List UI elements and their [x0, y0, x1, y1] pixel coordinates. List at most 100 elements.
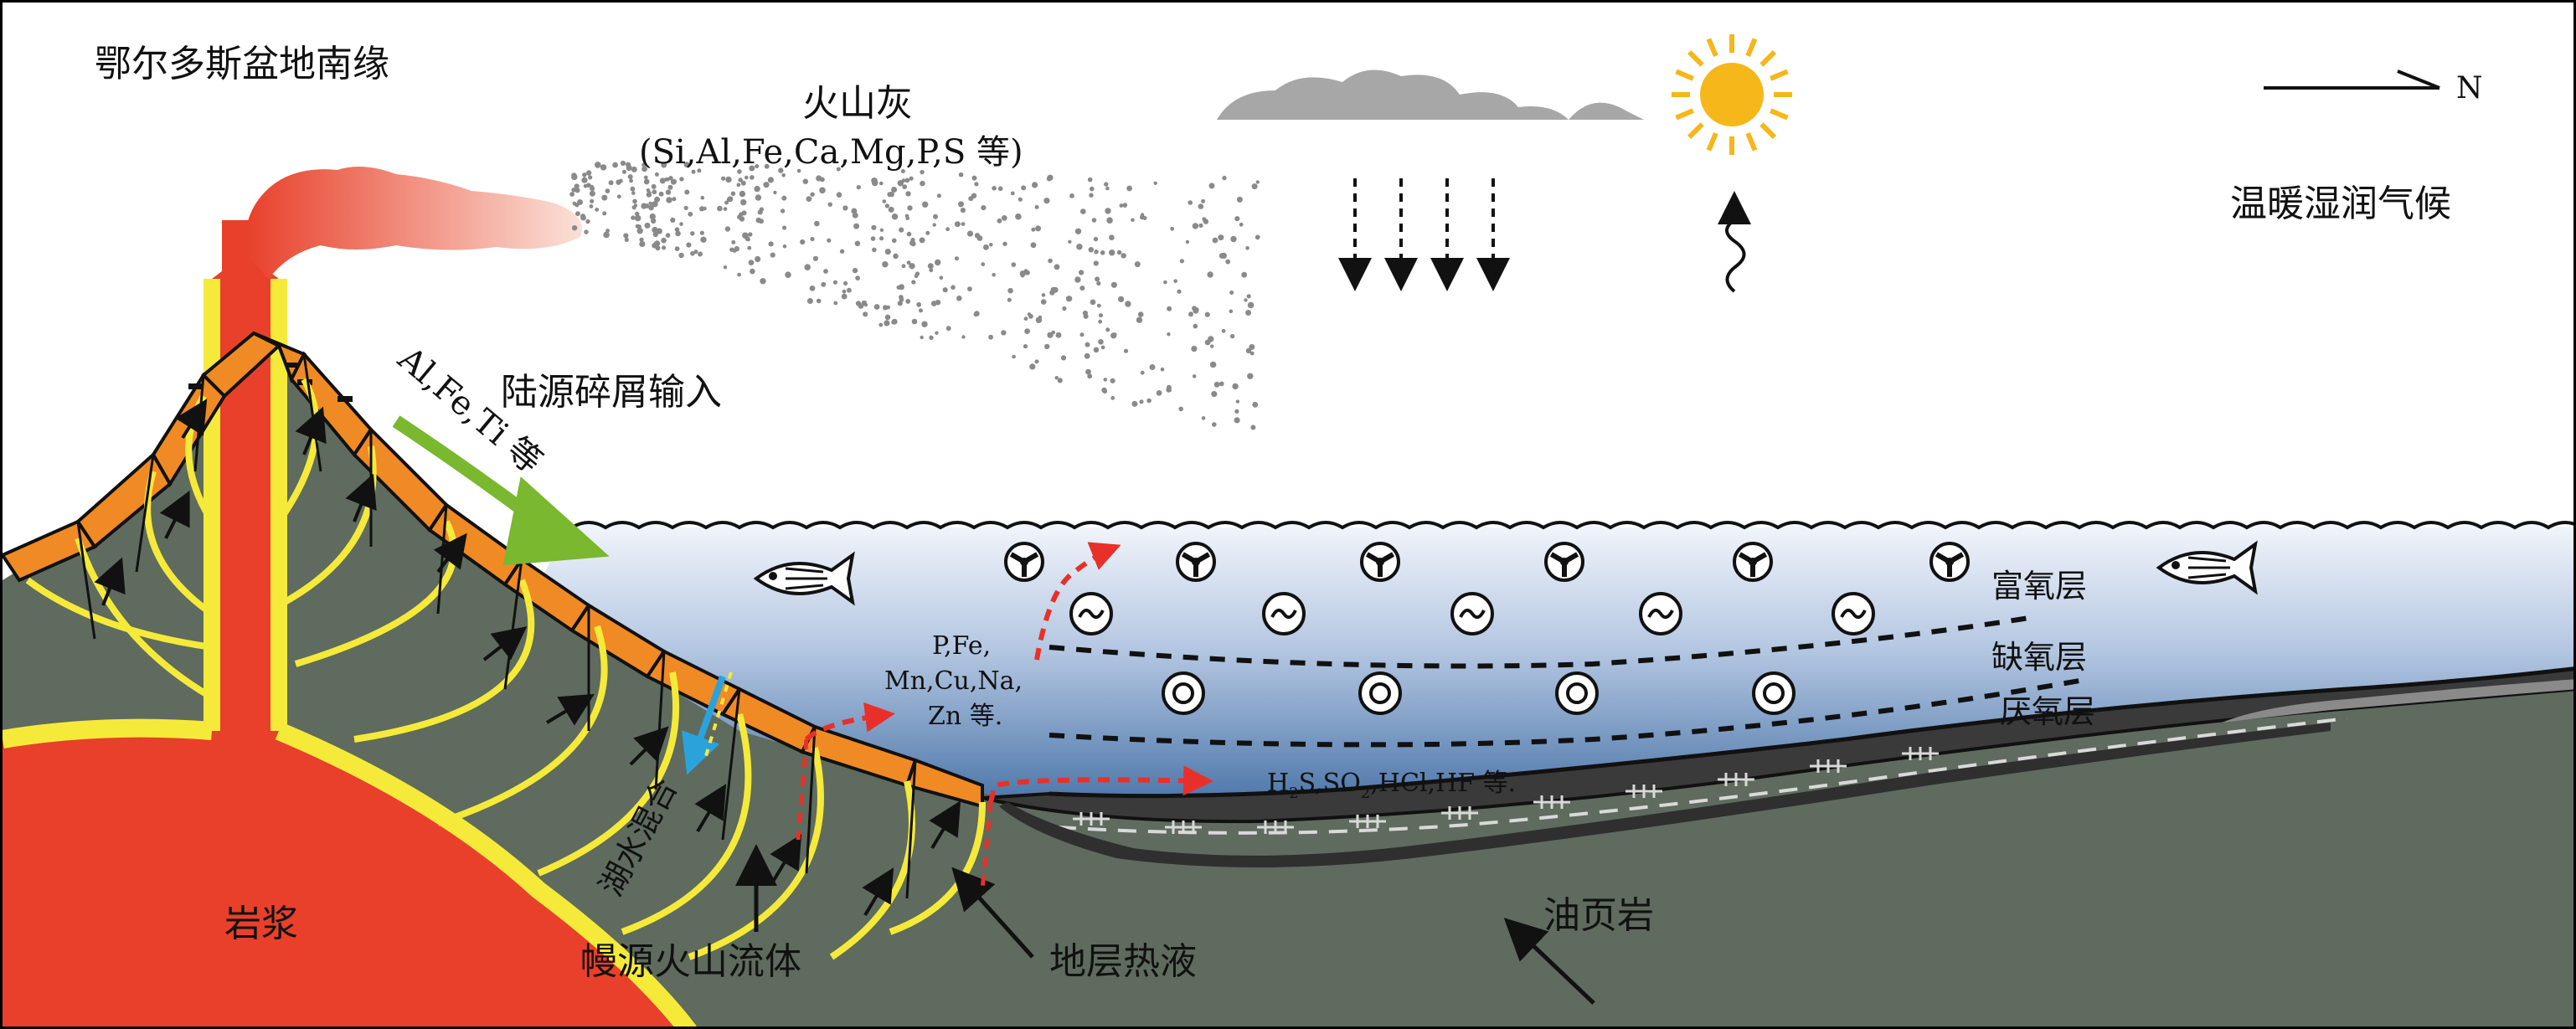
ash-dot [574, 203, 580, 208]
rain-arrowheads [1338, 258, 1510, 291]
ash-dot [878, 322, 884, 327]
ash-dot [1046, 176, 1052, 182]
ash-dot [1096, 303, 1101, 308]
ash-dot [960, 208, 966, 214]
ash-dot [737, 272, 741, 277]
ash-dot [967, 286, 972, 291]
ash-dot [1191, 346, 1198, 352]
ash-dot [906, 260, 911, 265]
ash-dot [674, 227, 680, 233]
ash-dot [755, 255, 761, 263]
ash-dot [958, 201, 964, 208]
ash-dot [1229, 309, 1234, 314]
ash-dot [730, 191, 736, 197]
ash-dot [1088, 247, 1095, 253]
ash-dot [1244, 298, 1248, 302]
ash-dot [588, 175, 593, 180]
magma-conduit [222, 220, 269, 739]
dysoxic-organism-icon [1639, 592, 1682, 635]
ash-dot [916, 301, 922, 307]
ash-dot [855, 275, 860, 280]
ash-dot [750, 175, 755, 180]
ash-dot [1018, 197, 1023, 202]
ash-dot [889, 191, 894, 198]
ash-dot [1079, 332, 1084, 337]
sun-ray [1706, 38, 1718, 57]
ash-dot [804, 264, 811, 271]
ash-dot [1029, 363, 1036, 370]
ash-dot [1218, 381, 1224, 387]
ash-dot [627, 174, 633, 180]
ash-dot [1131, 400, 1138, 407]
conduit-rim [204, 279, 287, 731]
ash-dot [583, 183, 588, 188]
ash-dot [1178, 406, 1183, 412]
ash-dot [911, 318, 918, 325]
ash-dot [631, 215, 636, 220]
ash-dot [919, 308, 923, 313]
ash-dot [1122, 203, 1128, 208]
ash-dot [821, 281, 827, 287]
ash-dot [1109, 250, 1115, 256]
ash-dot [750, 268, 755, 275]
ash-dot [882, 199, 887, 203]
oil-shale-grey-band [2222, 679, 2573, 723]
ash-dot [1074, 228, 1082, 234]
ash-dot [1068, 239, 1072, 244]
ash-dot [905, 216, 909, 220]
ash-dot [1032, 182, 1038, 188]
ash-dot [800, 239, 806, 245]
magma-chamber [3, 254, 686, 1026]
ash-dot [641, 166, 648, 172]
ash-dot [781, 173, 786, 178]
oxic-organism-icon [1004, 542, 1044, 582]
ash-dot [698, 251, 703, 257]
shale-tick [1625, 785, 1662, 798]
ash-dot [1192, 374, 1197, 378]
ash-dot [665, 177, 670, 182]
ash-dot [1218, 234, 1224, 241]
ash-dot [1249, 344, 1255, 350]
ash-dot [755, 217, 762, 224]
ash-dot [778, 167, 784, 173]
ash-dot [1167, 306, 1172, 311]
ash-dot [740, 198, 747, 206]
shale-tick [1073, 812, 1110, 826]
ash-dot [1245, 246, 1249, 250]
ash-dot [902, 184, 908, 190]
ash-dot [1166, 387, 1172, 393]
oxic-boundary [1048, 615, 2030, 669]
ash-dot [785, 271, 791, 279]
ash-dot [888, 206, 894, 213]
ash-dot [571, 188, 576, 193]
shale-tick [1165, 821, 1202, 834]
ash-dot [651, 218, 657, 224]
ash-dot [905, 191, 911, 197]
ash-dot [988, 334, 993, 340]
anoxic-organism-icon [1555, 671, 1599, 715]
ash-dot [899, 295, 904, 300]
ash-dot [882, 261, 889, 268]
volcanic-ash-dots [569, 160, 1260, 430]
volcano-plume [245, 167, 582, 279]
ash-dot [1252, 401, 1259, 408]
ash-dot [1232, 383, 1239, 390]
ash-dot [1091, 218, 1097, 223]
ash-dot [575, 211, 580, 217]
ash-dot [574, 188, 580, 193]
dysoxic-organisms [1069, 592, 1875, 635]
ash-dot [1044, 343, 1050, 350]
ash-dot [1225, 259, 1231, 265]
mantle-fluid-label: 幔源火山流体 [580, 940, 801, 983]
ash-dot [630, 186, 636, 192]
fault-arrows [94, 399, 961, 917]
ash-dot [1218, 253, 1225, 259]
ash-dot [981, 205, 987, 211]
ash-dot [679, 222, 683, 226]
basement-rock [3, 337, 2573, 1026]
ash-dot [670, 217, 676, 223]
ash-dot [679, 177, 684, 182]
ash-dot [634, 214, 641, 222]
ash-dot [731, 239, 736, 244]
ash-dot [1054, 264, 1060, 270]
